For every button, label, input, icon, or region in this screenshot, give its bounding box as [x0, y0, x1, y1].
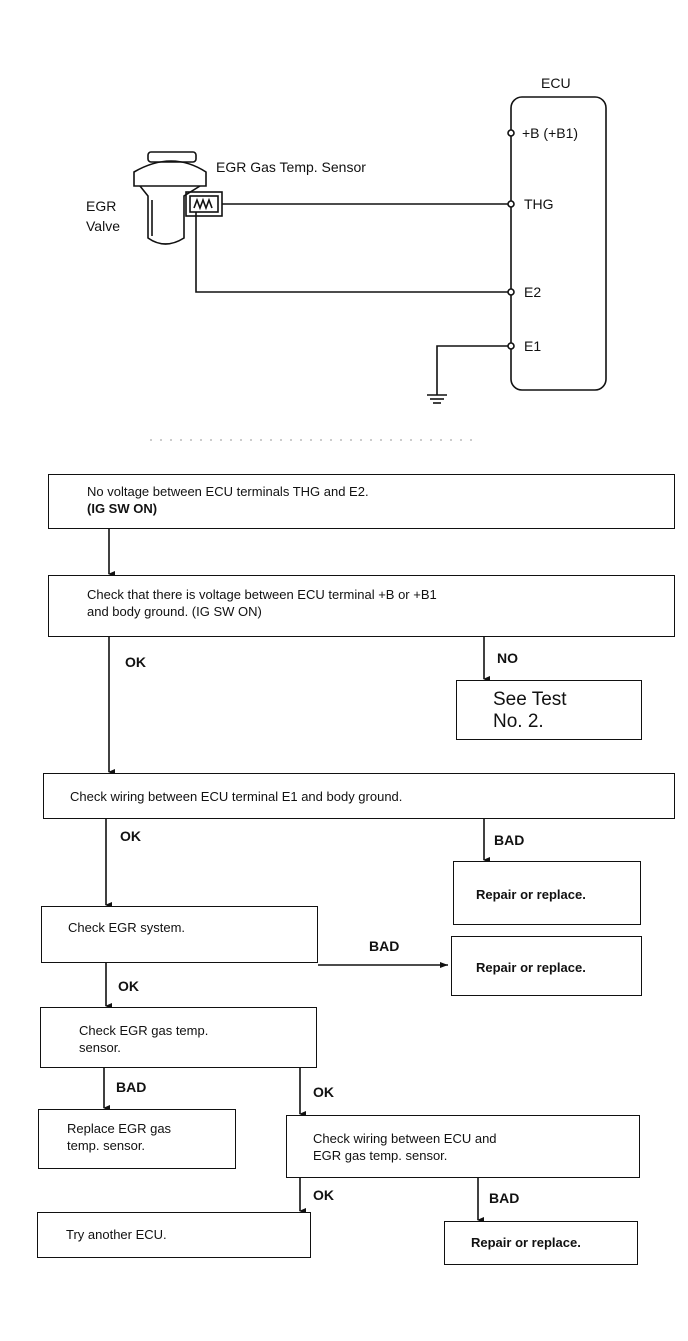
label-ok-3: OK [118, 978, 139, 994]
box-no-voltage-line2: (IG SW ON) [87, 501, 158, 516]
box-check-voltage-line1: Check that there is voltage between ECU … [87, 587, 437, 602]
box-check-egr-system-text: Check EGR system. [68, 920, 186, 935]
replace-sensor-line2: temp. sensor. [67, 1138, 146, 1153]
ecu-box [510, 96, 607, 391]
label-bad-4: BAD [489, 1190, 520, 1206]
see-test-line2: No. 2. [493, 711, 544, 732]
terminal-label-b: +B (+B1) [522, 125, 578, 141]
flow-connectors [103, 529, 490, 1223]
box-check-egr-system: Check EGR system. [41, 906, 318, 963]
label-bad-3: BAD [116, 1079, 147, 1095]
box-repair-3: Repair or replace. [444, 1221, 638, 1265]
box-try-ecu: Try another ECU. [37, 1212, 311, 1258]
terminal-label-e1: E1 [524, 338, 541, 354]
box-no-voltage: No voltage between ECU terminals THG and… [48, 474, 675, 529]
ecu-label: ECU [541, 75, 571, 91]
egr-valve-icon [133, 151, 207, 245]
box-check-sensor-wiring: Check wiring between ECU and EGR gas tem… [286, 1115, 640, 1178]
label-bad-2: BAD [369, 938, 400, 954]
box-replace-sensor: Replace EGR gas temp. sensor. [38, 1109, 236, 1169]
see-test-line1: See Test [493, 689, 567, 710]
box-check-e1-text: Check wiring between ECU terminal E1 and… [70, 789, 403, 804]
label-ok-1: OK [125, 654, 146, 670]
circuit-diagram [133, 96, 607, 404]
replace-sensor-line1: Replace EGR gas [67, 1121, 172, 1136]
sensor-label: EGR Gas Temp. Sensor [216, 159, 366, 175]
valve-label-line2: Valve [86, 218, 120, 234]
label-bad-1: BAD [494, 832, 525, 848]
repair-3-text: Repair or replace. [471, 1235, 581, 1250]
valve-label-line1: EGR [86, 198, 116, 214]
box-check-sensor-wiring-line2: EGR gas temp. sensor. [313, 1148, 448, 1163]
label-ok-2: OK [120, 828, 141, 844]
box-check-sensor-line2: sensor. [79, 1040, 121, 1055]
box-check-sensor-line1: Check EGR gas temp. [79, 1023, 209, 1038]
box-check-e1: Check wiring between ECU terminal E1 and… [43, 773, 675, 819]
box-see-test: See Test No. 2. [456, 680, 642, 740]
label-no: NO [497, 650, 518, 666]
box-repair-2: Repair or replace. [451, 936, 642, 996]
repair-1-text: Repair or replace. [476, 887, 586, 902]
terminal-label-thg: THG [524, 196, 554, 212]
label-ok-4: OK [313, 1084, 334, 1100]
box-check-sensor: Check EGR gas temp. sensor. [40, 1007, 317, 1068]
sensor-icon [185, 191, 223, 217]
box-repair-1: Repair or replace. [453, 861, 641, 925]
box-check-voltage: Check that there is voltage between ECU … [48, 575, 675, 637]
box-no-voltage-line1: No voltage between ECU terminals THG and… [87, 484, 369, 499]
terminal-label-e2: E2 [524, 284, 541, 300]
box-check-voltage-line2: and body ground. (IG SW ON) [87, 604, 262, 619]
label-ok-5: OK [313, 1187, 334, 1203]
try-ecu-text: Try another ECU. [66, 1227, 167, 1242]
repair-2-text: Repair or replace. [476, 960, 586, 975]
box-check-sensor-wiring-line1: Check wiring between ECU and [313, 1131, 497, 1146]
